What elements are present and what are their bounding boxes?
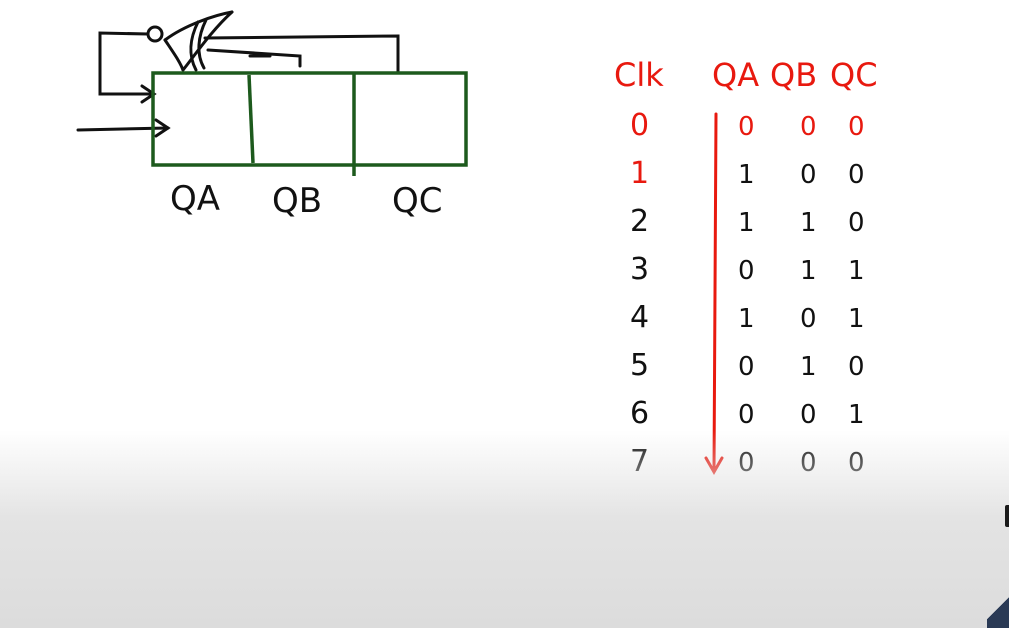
cell-qa: 0 [738, 112, 755, 142]
clk-value: 2 [630, 204, 649, 239]
header-clk: Clk [614, 56, 664, 94]
label-qb: QB [272, 181, 322, 221]
register-box [151, 71, 468, 167]
xor-gate-icon [146, 10, 234, 72]
cell-divider-qa-qb [247, 74, 255, 164]
shift-register-diagram: QA QB QC [76, 10, 468, 221]
cell-qa: 0 [738, 400, 755, 430]
cell-qa: 0 [738, 352, 755, 382]
cell-qa: 1 [738, 304, 755, 334]
table-row: 6 0 0 1 [630, 396, 865, 431]
corner-accent [987, 588, 1009, 628]
cell-qa: 1 [738, 160, 755, 190]
cell-qc: 0 [848, 112, 865, 142]
cell-qb: 1 [800, 208, 817, 238]
clk-value: 0 [630, 108, 649, 143]
cell-qa: 0 [738, 256, 755, 286]
clk-value: 1 [630, 156, 649, 191]
clk-value: 3 [630, 252, 649, 287]
table-row: 0 0 0 0 [630, 108, 865, 143]
header-qb: QB [770, 56, 817, 94]
feedback-wire [98, 31, 157, 104]
cell-qc: 0 [848, 160, 865, 190]
cell-qc: 1 [848, 256, 865, 286]
cell-qb: 0 [800, 160, 817, 190]
cell-qb: 1 [800, 256, 817, 286]
label-qa: QA [170, 179, 220, 219]
clk-value: 4 [630, 300, 649, 335]
edge-marker [1005, 505, 1009, 527]
table-rows: 00001100211030114101501060017000 [630, 108, 865, 479]
table-row: 1 1 0 0 [630, 156, 865, 191]
table-row: 5 0 1 0 [630, 348, 865, 383]
cell-qc: 0 [848, 352, 865, 382]
table-row: 3 0 1 1 [630, 252, 865, 287]
cell-qb: 1 [800, 352, 817, 382]
register-cells [151, 71, 468, 176]
table-row: 2 1 1 0 [630, 204, 865, 239]
bottom-fade [0, 430, 1009, 628]
label-qc: QC [392, 181, 443, 221]
clk-value: 5 [630, 348, 649, 383]
clk-value: 6 [630, 396, 649, 431]
header-qc: QC [830, 56, 878, 94]
cell-qc: 1 [848, 304, 865, 334]
time-arrow [704, 112, 724, 476]
table-row: 4 1 0 1 [630, 300, 865, 335]
cell-qb: 0 [800, 304, 817, 334]
cell-qa: 1 [738, 208, 755, 238]
cell-qb: 0 [800, 400, 817, 430]
cell-qc: 0 [848, 208, 865, 238]
header-qa: QA [712, 56, 759, 94]
xor-input-wires [203, 34, 400, 74]
cell-qb: 0 [800, 112, 817, 142]
cell-qc: 1 [848, 400, 865, 430]
